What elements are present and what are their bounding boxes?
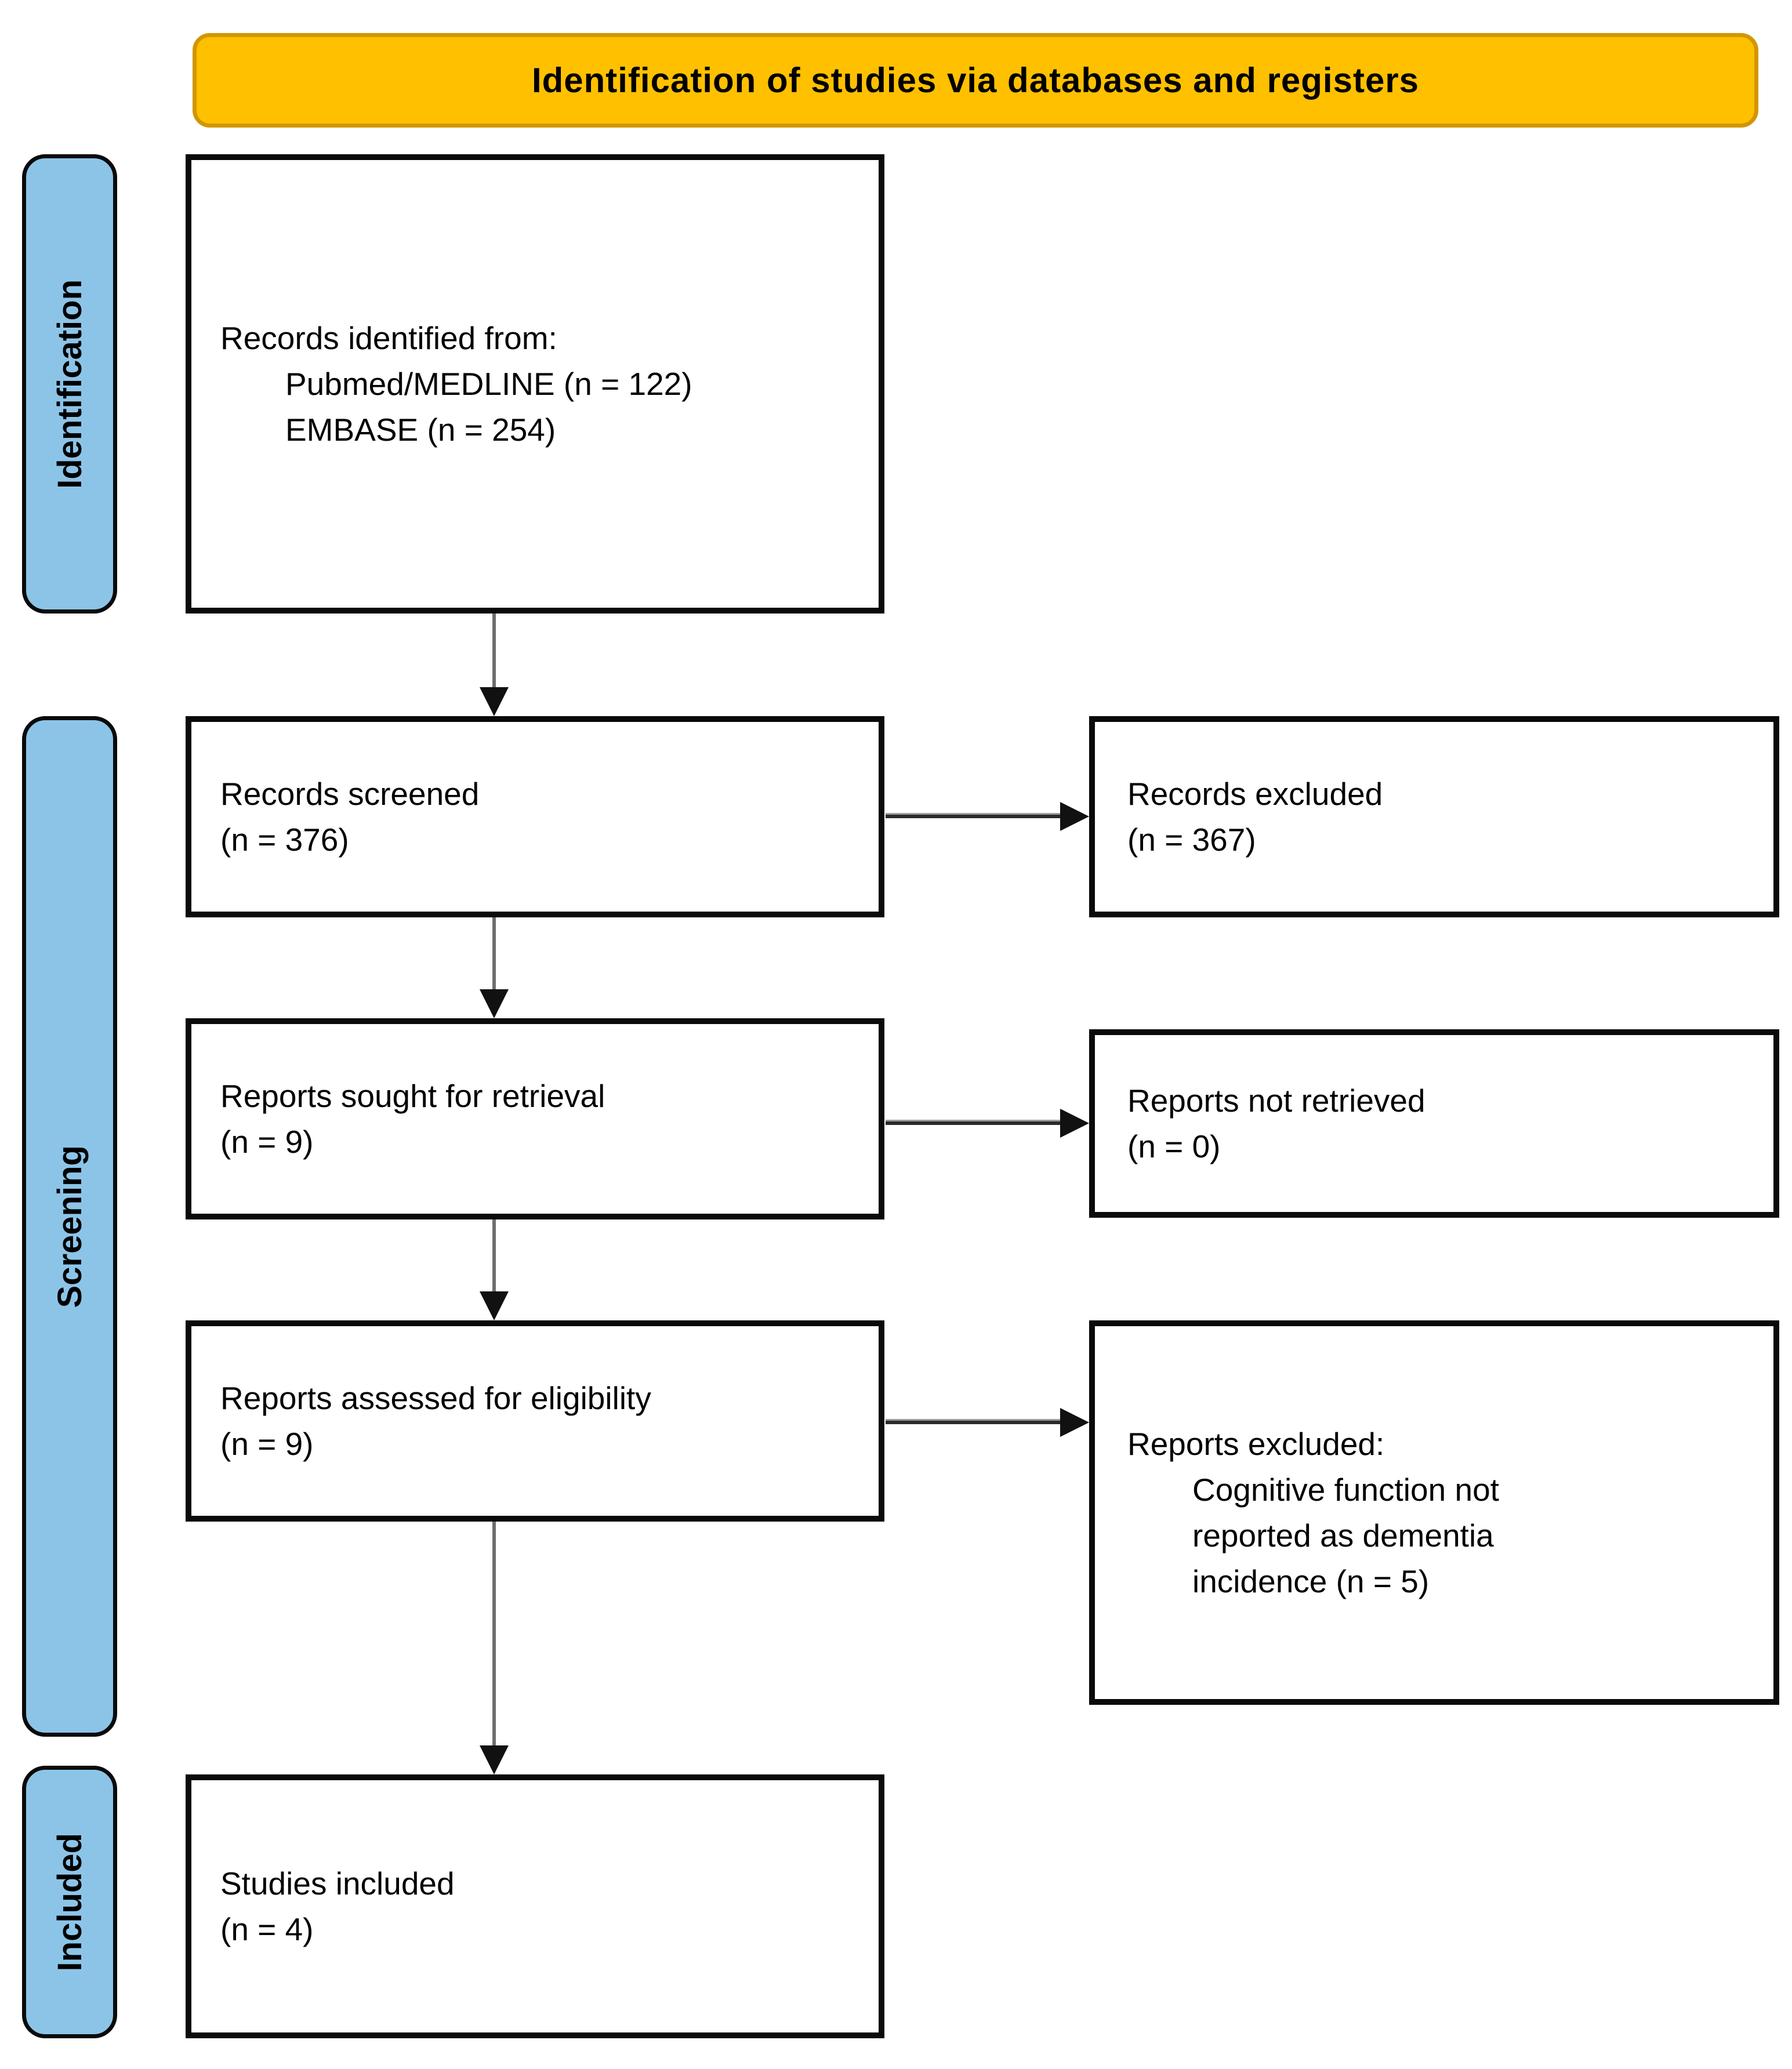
box-reports-not-retrieved: Reports not retrieved (n = 0) [1089,1029,1779,1218]
arrow-shaft [886,1421,1061,1424]
records-identified-title: Records identified from: [220,320,557,356]
arrow-down-icon [480,1745,509,1774]
stage-included-label: Included [50,1832,89,1972]
box-reports-sought: Reports sought for retrieval (n = 9) [186,1018,884,1219]
box-reports-assessed: Reports assessed for eligibility (n = 9) [186,1320,884,1522]
records-screened-label: Records screened [220,775,480,812]
diagram-title: Identification of studies via databases … [531,61,1420,100]
records-excluded-label: Records excluded [1127,775,1383,812]
arrow-shaft [492,1219,496,1293]
banner: Identification of studies via databases … [193,33,1758,128]
reports-assessed-count: (n = 9) [220,1425,314,1462]
reports-excluded-reason-1: Cognitive function not [1192,1471,1499,1508]
arrow-shaft [492,614,496,688]
arrow-down-icon [480,687,509,716]
box-studies-included: Studies included (n = 4) [186,1774,884,2038]
arrow-shaft [492,1522,496,1747]
arrow-assessed-to-included [480,1522,509,1774]
reports-assessed-label: Reports assessed for eligibility [220,1380,651,1416]
reports-sought-count: (n = 9) [220,1123,314,1160]
records-identified-source-pubmed: Pubmed/MEDLINE (n = 122) [285,365,692,402]
arrow-sought-to-assessed [480,1219,509,1320]
arrow-identified-to-screened [480,614,509,716]
reports-excluded-title: Reports excluded: [1127,1425,1385,1462]
box-records-excluded: Records excluded (n = 367) [1089,716,1779,917]
arrow-assessed-to-reports-excluded [886,1408,1089,1437]
arrow-shaft [886,1121,1061,1125]
reports-excluded-reason-2: reported as dementia [1192,1517,1494,1553]
studies-included-count: (n = 4) [220,1911,314,1947]
reports-not-retrieved-label: Reports not retrieved [1127,1082,1425,1119]
arrow-sought-to-not-retrieved [886,1109,1089,1138]
stage-screening-label: Screening [50,1145,89,1308]
reports-excluded-reason-3: incidence (n = 5) [1192,1563,1430,1599]
records-screened-count: (n = 376) [220,821,349,858]
arrow-right-icon [1060,802,1089,831]
arrow-down-icon [480,1291,509,1320]
records-identified-source-embase: EMBASE (n = 254) [285,411,556,448]
arrow-shaft [886,815,1061,818]
arrow-screened-to-excluded [886,802,1089,831]
records-excluded-count: (n = 367) [1127,821,1256,858]
stage-included: Included [22,1766,117,2038]
arrow-screened-to-sought [480,917,509,1018]
stage-identification: Identification [22,154,117,614]
reports-sought-label: Reports sought for retrieval [220,1077,605,1114]
stage-identification-label: Identification [50,279,89,489]
box-records-identified: Records identified from: Pubmed/MEDLINE … [186,154,884,614]
reports-not-retrieved-count: (n = 0) [1127,1128,1221,1164]
arrow-shaft [492,917,496,990]
box-records-screened: Records screened (n = 376) [186,716,884,917]
studies-included-label: Studies included [220,1865,455,1901]
arrow-right-icon [1060,1408,1089,1437]
stage-screening: Screening [22,716,117,1737]
arrow-down-icon [480,989,509,1018]
arrow-right-icon [1060,1109,1089,1138]
box-reports-excluded: Reports excluded: Cognitive function not… [1089,1320,1779,1705]
